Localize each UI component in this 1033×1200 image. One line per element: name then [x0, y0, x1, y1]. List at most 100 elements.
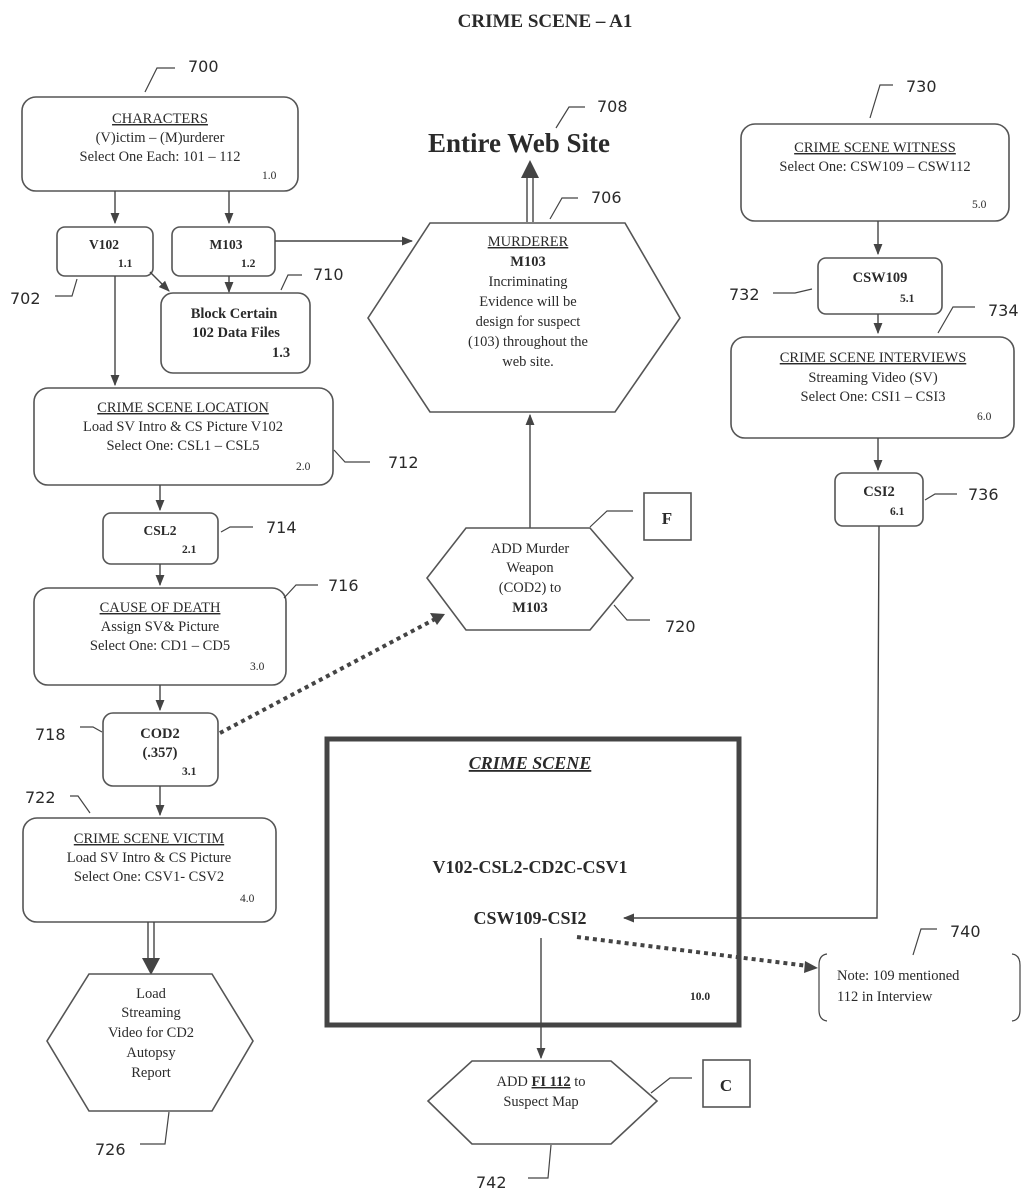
- murderer-line: design for suspect: [476, 314, 581, 330]
- entire-web-site-label: Entire Web Site: [428, 128, 610, 158]
- characters-box: 700 CHARACTERS (V)ictim – (M)urderer Sel…: [22, 57, 298, 191]
- interviews-line: Streaming Video (SV): [808, 370, 938, 386]
- cod2-label: COD2: [140, 726, 179, 742]
- step-number: 1.1: [118, 258, 133, 270]
- murderer-line: (103) throughout the: [468, 334, 588, 350]
- ref-700: 700: [188, 57, 219, 76]
- block-line: 102 Data Files: [192, 325, 280, 341]
- leader-706: [550, 198, 578, 219]
- location-line: Load SV Intro & CS Picture V102: [83, 419, 283, 435]
- characters-heading: CHARACTERS: [112, 111, 208, 127]
- note-bracket-left: [819, 954, 827, 1021]
- step-number: 1.3: [272, 345, 290, 361]
- autopsy-line: Load: [136, 986, 167, 1002]
- cod2-box: COD2 (.357) 3.1 718: [35, 713, 218, 786]
- leader-736: [925, 494, 957, 500]
- murderer-hexagon: MURDERER M103 Incriminating Evidence wil…: [368, 188, 680, 412]
- ref-702: 702: [10, 289, 41, 308]
- m103-label: M103: [210, 237, 243, 252]
- page-title: CRIME SCENE – A1: [458, 11, 633, 32]
- witness-heading: CRIME SCENE WITNESS: [794, 140, 956, 156]
- step-number: 4.0: [240, 893, 255, 905]
- ref-736: 736: [968, 485, 999, 504]
- leader-718: [80, 727, 102, 732]
- leader-702: [55, 279, 77, 296]
- murderer-line: Evidence will be: [479, 294, 576, 310]
- step-number: 3.0: [250, 661, 265, 673]
- double-arrowhead: [142, 958, 160, 975]
- weapon-target-id: M103: [512, 600, 547, 616]
- murderer-id: M103: [510, 254, 545, 270]
- block-files-box: Block Certain 102 Data Files 1.3 710: [161, 265, 344, 373]
- ref-734: 734: [988, 301, 1019, 320]
- leader-700: [145, 68, 175, 92]
- ref-706: 706: [591, 188, 622, 207]
- murder-weapon-hexagon: ADD Murder Weapon (COD2) to M103 F 720: [427, 493, 696, 636]
- weapon-line: Weapon: [506, 560, 554, 576]
- leader-720: [614, 605, 650, 620]
- interviews-heading: CRIME SCENE INTERVIEWS: [780, 350, 967, 366]
- leader-710: [281, 275, 302, 290]
- step-number: 6.0: [977, 411, 992, 423]
- location-line: Select One: CSL1 – CSL5: [106, 438, 259, 454]
- fi-id: FI 112: [532, 1074, 571, 1090]
- ref-710: 710: [313, 265, 344, 284]
- murderer-heading: MURDERER: [488, 234, 569, 250]
- leader-714: [221, 527, 253, 532]
- step-number: 1.0: [262, 170, 277, 182]
- leader-c: [651, 1078, 692, 1093]
- ref-712: 712: [388, 453, 419, 472]
- cause-line: Assign SV& Picture: [101, 619, 219, 635]
- ref-708: 708: [597, 97, 628, 116]
- leader-726: [140, 1112, 169, 1144]
- leader-712: [334, 450, 370, 462]
- leader-708: [556, 107, 585, 128]
- step-number: 2.1: [182, 544, 197, 556]
- arrow-v102-block: [150, 272, 169, 291]
- step-number: 3.1: [182, 766, 197, 778]
- double-arrowhead: [521, 160, 539, 178]
- crime-scene-witness-box: 730 CRIME SCENE WITNESS Select One: CSW1…: [741, 77, 1009, 221]
- victim-heading: CRIME SCENE VICTIM: [74, 831, 224, 847]
- ref-726: 726: [95, 1140, 126, 1159]
- leader-730: [870, 85, 893, 118]
- crime-scene-code-2: CSW109-CSI2: [473, 908, 586, 928]
- csl2-box: CSL2 2.1 714: [103, 513, 297, 564]
- cod2-caliber: (.357): [142, 745, 177, 761]
- csl2-label: CSL2: [143, 523, 176, 538]
- connector-c-label: C: [720, 1076, 732, 1095]
- fi-line-1: ADD FI 112 to: [496, 1074, 585, 1090]
- csi2-label: CSI2: [863, 484, 894, 500]
- step-number: 1.2: [241, 258, 256, 270]
- cause-of-death-box: CAUSE OF DEATH Assign SV& Picture Select…: [34, 576, 359, 685]
- connector-f-label: F: [662, 509, 672, 528]
- ref-718: 718: [35, 725, 66, 744]
- crime-scene-code-1: V102-CSL2-CD2C-CSV1: [432, 857, 627, 877]
- note-annotation: Note: 109 mentioned 112 in Interview 740: [819, 922, 1020, 1021]
- step-number: 2.0: [296, 461, 311, 473]
- crime-scene-location-box: CRIME SCENE LOCATION Load SV Intro & CS …: [34, 388, 419, 485]
- ref-730: 730: [906, 77, 937, 96]
- m103-box: M103 1.2: [172, 227, 275, 276]
- crime-scene-interviews-box: CRIME SCENE INTERVIEWS Streaming Video (…: [731, 301, 1019, 438]
- ref-720: 720: [665, 617, 696, 636]
- note-line: 112 in Interview: [837, 989, 933, 1005]
- weapon-line: (COD2) to: [499, 580, 561, 596]
- murderer-line: web site.: [502, 354, 554, 370]
- ref-732: 732: [729, 285, 760, 304]
- step-number: 5.1: [900, 293, 915, 305]
- leader-716: [284, 585, 318, 598]
- leader-f: [590, 511, 633, 527]
- murderer-line: Incriminating: [489, 274, 568, 290]
- location-heading: CRIME SCENE LOCATION: [97, 400, 269, 416]
- ref-742: 742: [476, 1173, 507, 1192]
- cause-line: Select One: CD1 – CD5: [90, 638, 230, 654]
- leader-740: [913, 929, 937, 955]
- autopsy-line: Report: [131, 1065, 170, 1081]
- csw109-box: CSW109 5.1 732: [729, 258, 942, 314]
- autopsy-line: Streaming: [121, 1005, 181, 1021]
- leader-722: [70, 796, 90, 813]
- characters-line: Select One Each: 101 – 112: [80, 149, 241, 165]
- ref-716: 716: [328, 576, 359, 595]
